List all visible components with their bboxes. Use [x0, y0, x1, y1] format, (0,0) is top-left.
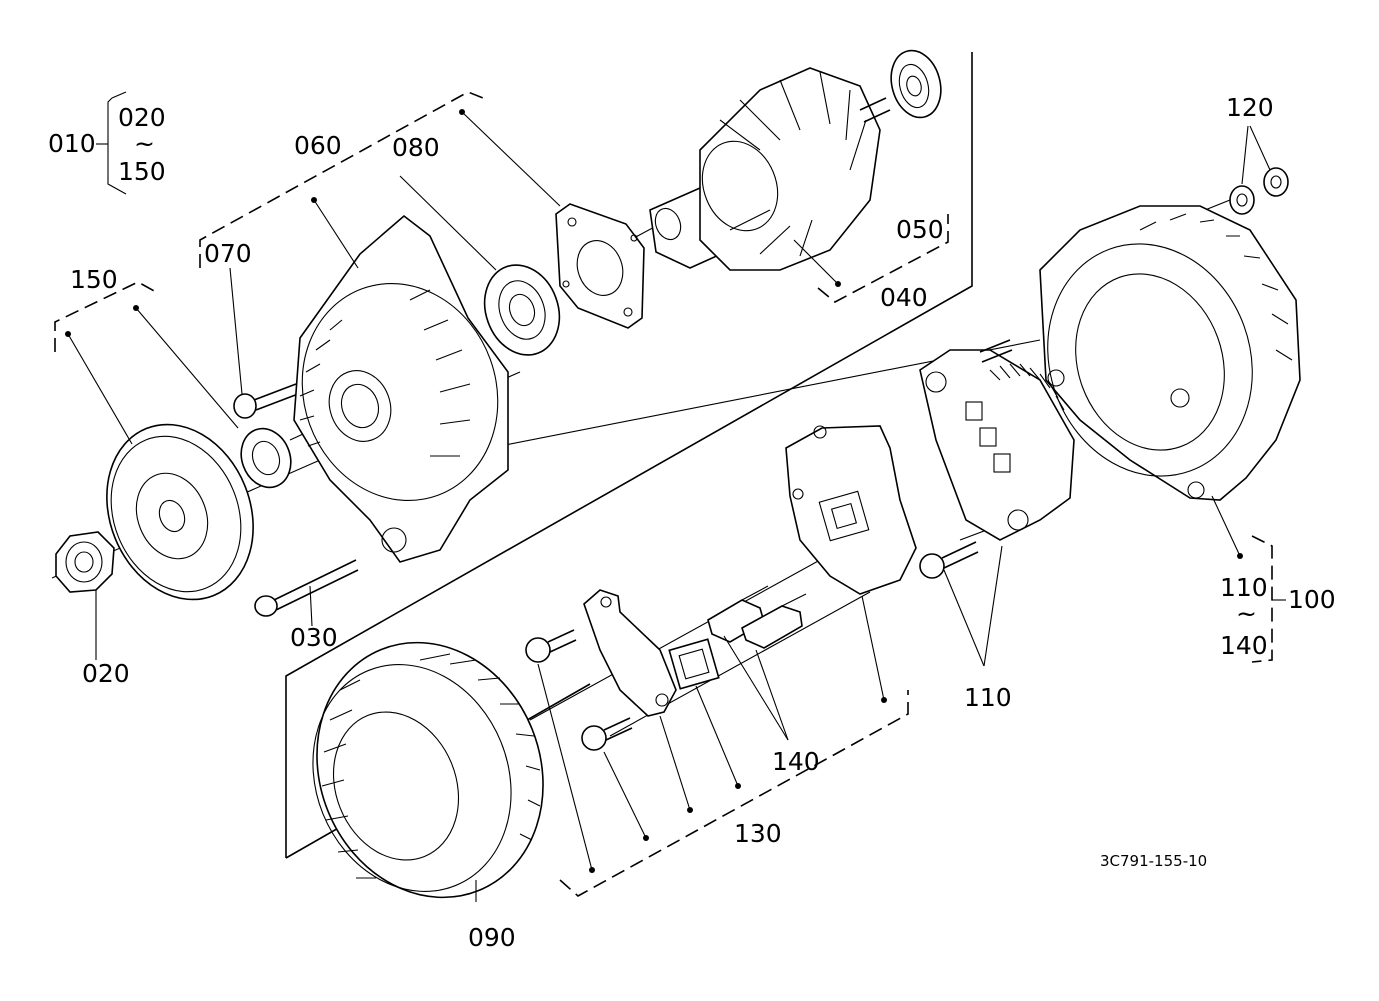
brush-holder-130 [525, 589, 720, 751]
label-090: 090 [468, 923, 516, 952]
spacer-ring [240, 427, 292, 489]
label-080: 080 [392, 133, 440, 162]
label-range-150: 150 [118, 157, 166, 186]
terminal-nuts-120 [1229, 167, 1289, 215]
stator-090 [312, 641, 544, 899]
label-020: 020 [82, 659, 130, 688]
label-140: 140 [772, 747, 820, 776]
label-range-110: 110 [1220, 573, 1268, 602]
front-bracket-060 [293, 214, 509, 563]
retainer-plate [555, 203, 645, 329]
rotor-040 [649, 67, 891, 271]
rear-housing [1039, 205, 1301, 501]
group-brackets [54, 91, 1273, 897]
label-range-140: 140 [1220, 631, 1268, 660]
hex-nut-020 [55, 531, 115, 593]
label-120: 120 [1226, 93, 1274, 122]
pulley-150 [106, 423, 254, 601]
label-060: 060 [294, 131, 342, 160]
regulator-block [785, 425, 917, 595]
label-040: 040 [880, 283, 928, 312]
label-010: 010 [48, 129, 96, 158]
label-range-tilde-1: ~ [134, 129, 155, 158]
label-100: 100 [1288, 585, 1336, 614]
label-070: 070 [204, 239, 252, 268]
drawing-reference: 3C791-155-10 [1100, 852, 1207, 870]
label-050: 050 [896, 215, 944, 244]
label-range-tilde-2: ~ [1236, 599, 1257, 628]
leader-lines [65, 109, 1271, 902]
part-labels: 010 020 ~ 150 060 080 070 150 020 030 09… [48, 93, 1336, 952]
through-bolt-030 [254, 559, 359, 617]
brushes-140 [707, 585, 807, 649]
label-030: 030 [290, 623, 338, 652]
rectifier [919, 339, 1075, 579]
label-range-020: 020 [118, 103, 166, 132]
bearing-050 [890, 49, 942, 119]
label-150: 150 [70, 265, 118, 294]
screw-070 [233, 383, 299, 419]
bearing-080 [483, 264, 561, 356]
label-110: 110 [964, 683, 1012, 712]
label-130: 130 [734, 819, 782, 848]
